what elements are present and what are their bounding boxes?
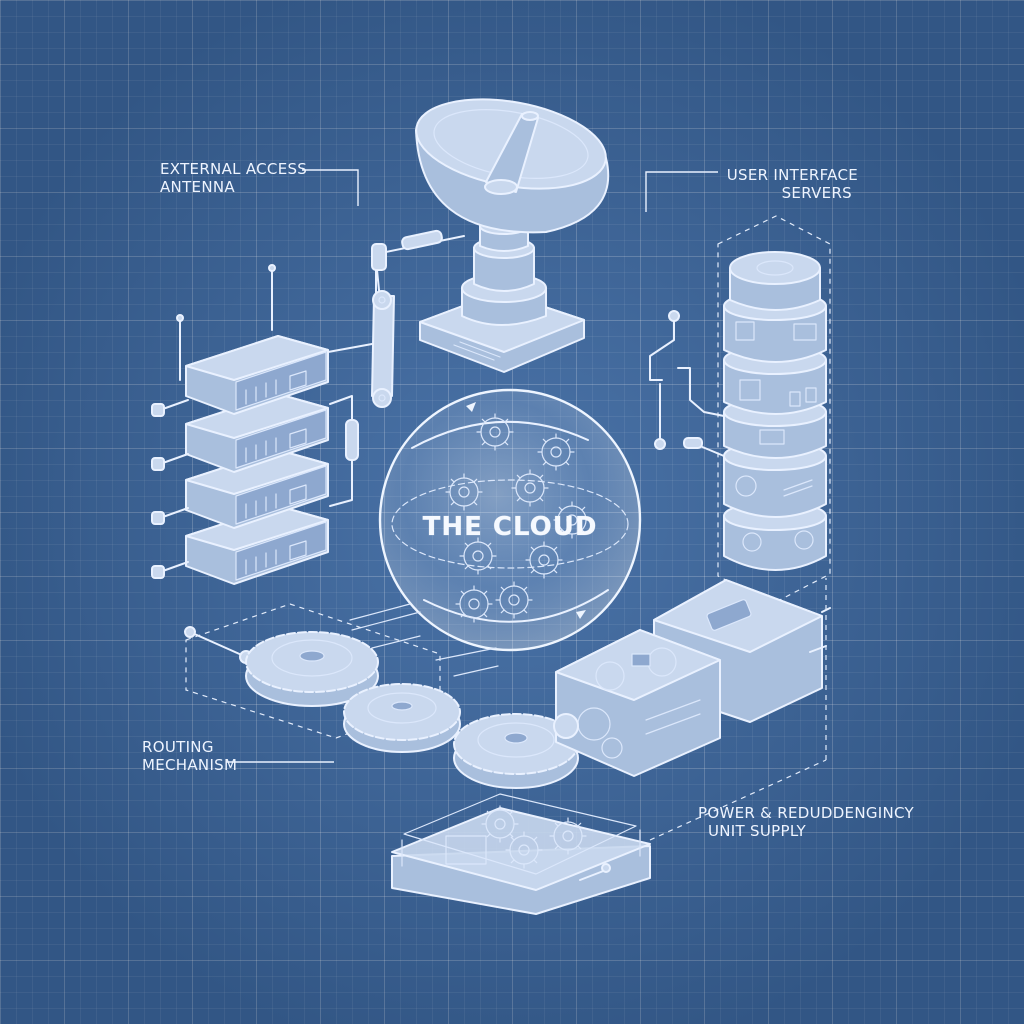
- cloud-sphere: [378, 388, 642, 652]
- center-title: THE CLOUD: [423, 512, 598, 542]
- servers-callout-line-2: SERVERS: [781, 184, 852, 202]
- antenna-dish: [371, 98, 610, 408]
- server-rack-left: [151, 264, 373, 585]
- routing-callout-line-2: MECHANISM: [142, 756, 238, 774]
- servers-callout: USER INTERFACE SERVERS: [726, 166, 858, 202]
- antenna-callout-line-2: ANTENNA: [160, 178, 235, 196]
- power-callout: POWER & REDUDDENGINCY UNIT SUPPLY: [698, 804, 914, 840]
- power-supply-base: [391, 578, 827, 915]
- antenna-callout: EXTERNAL ACCESS ANTENNA: [160, 160, 307, 196]
- antenna-callout-line-1: EXTERNAL ACCESS: [160, 160, 308, 178]
- gearbox-unit: [553, 579, 831, 777]
- antenna-leader: [302, 169, 359, 206]
- servers-leader: [645, 171, 718, 212]
- power-callout-line-2: UNIT SUPPLY: [708, 822, 806, 840]
- routing-callout-line-1: ROUTING: [142, 738, 214, 756]
- power-callout-line-1: POWER & REDUDDENGINCY: [698, 804, 914, 822]
- server-stack-right: [649, 215, 831, 605]
- routing-callout: ROUTING MECHANISM: [142, 738, 237, 774]
- routing-gears: [184, 603, 579, 789]
- servers-callout-line-1: USER INTERFACE: [726, 166, 858, 184]
